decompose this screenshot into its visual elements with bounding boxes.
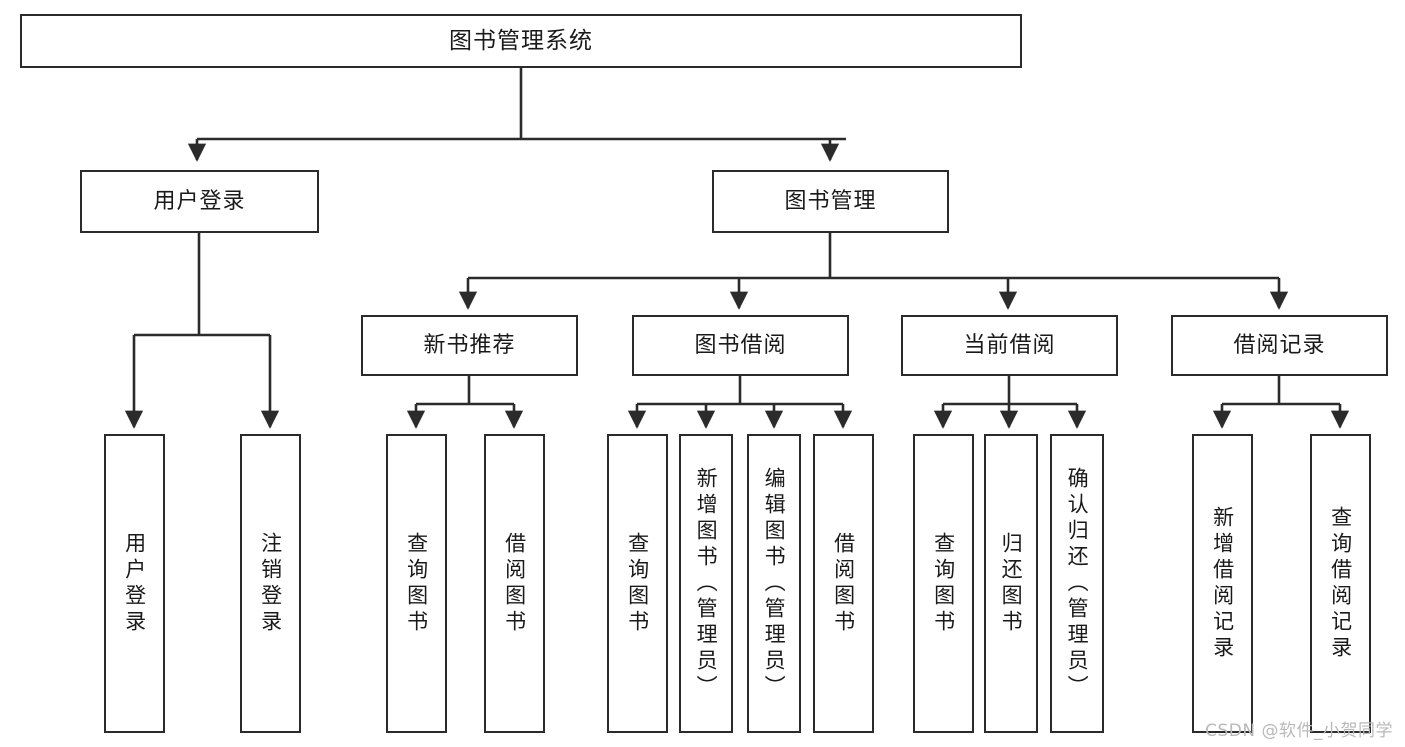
leaf-current-return-books[interactable]: 归还图书 [984, 434, 1038, 733]
leaf-logout-label: 注销登录 [258, 531, 283, 636]
leaf-borrow-borrow-books[interactable]: 借阅图书 [813, 434, 874, 733]
node-new-book-recommend[interactable]: 新书推荐 [361, 315, 578, 376]
leaf-user-login[interactable]: 用户登录 [104, 434, 165, 733]
leaf-records-query-record[interactable]: 查询借阅记录 [1310, 434, 1371, 733]
leaf-newbook-query-books-label: 查询图书 [404, 531, 429, 636]
leaf-newbook-borrow-books-label: 借阅图书 [502, 531, 527, 636]
leaf-records-add-record-label: 新增借阅记录 [1210, 505, 1235, 662]
leaf-logout[interactable]: 注销登录 [240, 434, 301, 733]
leaf-newbook-borrow-books[interactable]: 借阅图书 [484, 434, 545, 733]
node-borrow-records-label: 借阅记录 [1233, 332, 1326, 358]
leaf-current-query-books-label: 查询图书 [931, 531, 956, 636]
leaf-borrow-query-books-label: 查询图书 [625, 531, 650, 636]
leaf-borrow-query-books[interactable]: 查询图书 [607, 434, 668, 733]
node-root-label: 图书管理系统 [449, 27, 593, 54]
node-user-login-label: 用户登录 [153, 188, 246, 214]
leaf-current-confirm-return-admin-label: 确认归还（管理员） [1065, 466, 1090, 701]
node-user-login[interactable]: 用户登录 [80, 170, 319, 233]
node-book-borrow-label: 图书借阅 [694, 332, 787, 358]
node-borrow-records[interactable]: 借阅记录 [1171, 315, 1388, 376]
leaf-borrow-edit-book-admin[interactable]: 编辑图书（管理员） [747, 434, 801, 733]
node-current-borrow-label: 当前借阅 [963, 332, 1056, 358]
node-book-borrow[interactable]: 图书借阅 [632, 315, 849, 376]
leaf-borrow-add-book-admin-label: 新增图书（管理员） [694, 466, 719, 701]
leaf-newbook-query-books[interactable]: 查询图书 [386, 434, 447, 733]
node-root[interactable]: 图书管理系统 [20, 14, 1022, 68]
leaf-records-add-record[interactable]: 新增借阅记录 [1192, 434, 1253, 733]
leaf-current-return-books-label: 归还图书 [999, 531, 1024, 636]
leaf-current-query-books[interactable]: 查询图书 [913, 434, 974, 733]
node-new-book-recommend-label: 新书推荐 [423, 332, 516, 358]
leaf-borrow-edit-book-admin-label: 编辑图书（管理员） [762, 466, 787, 701]
leaf-user-login-label: 用户登录 [122, 531, 147, 636]
leaf-current-confirm-return-admin[interactable]: 确认归还（管理员） [1050, 434, 1104, 733]
leaf-borrow-borrow-books-label: 借阅图书 [831, 531, 856, 636]
leaf-records-query-record-label: 查询借阅记录 [1328, 505, 1353, 662]
node-book-management-label: 图书管理 [784, 188, 877, 214]
leaf-borrow-add-book-admin[interactable]: 新增图书（管理员） [679, 434, 733, 733]
node-book-management[interactable]: 图书管理 [712, 170, 949, 233]
node-current-borrow[interactable]: 当前借阅 [901, 315, 1118, 376]
